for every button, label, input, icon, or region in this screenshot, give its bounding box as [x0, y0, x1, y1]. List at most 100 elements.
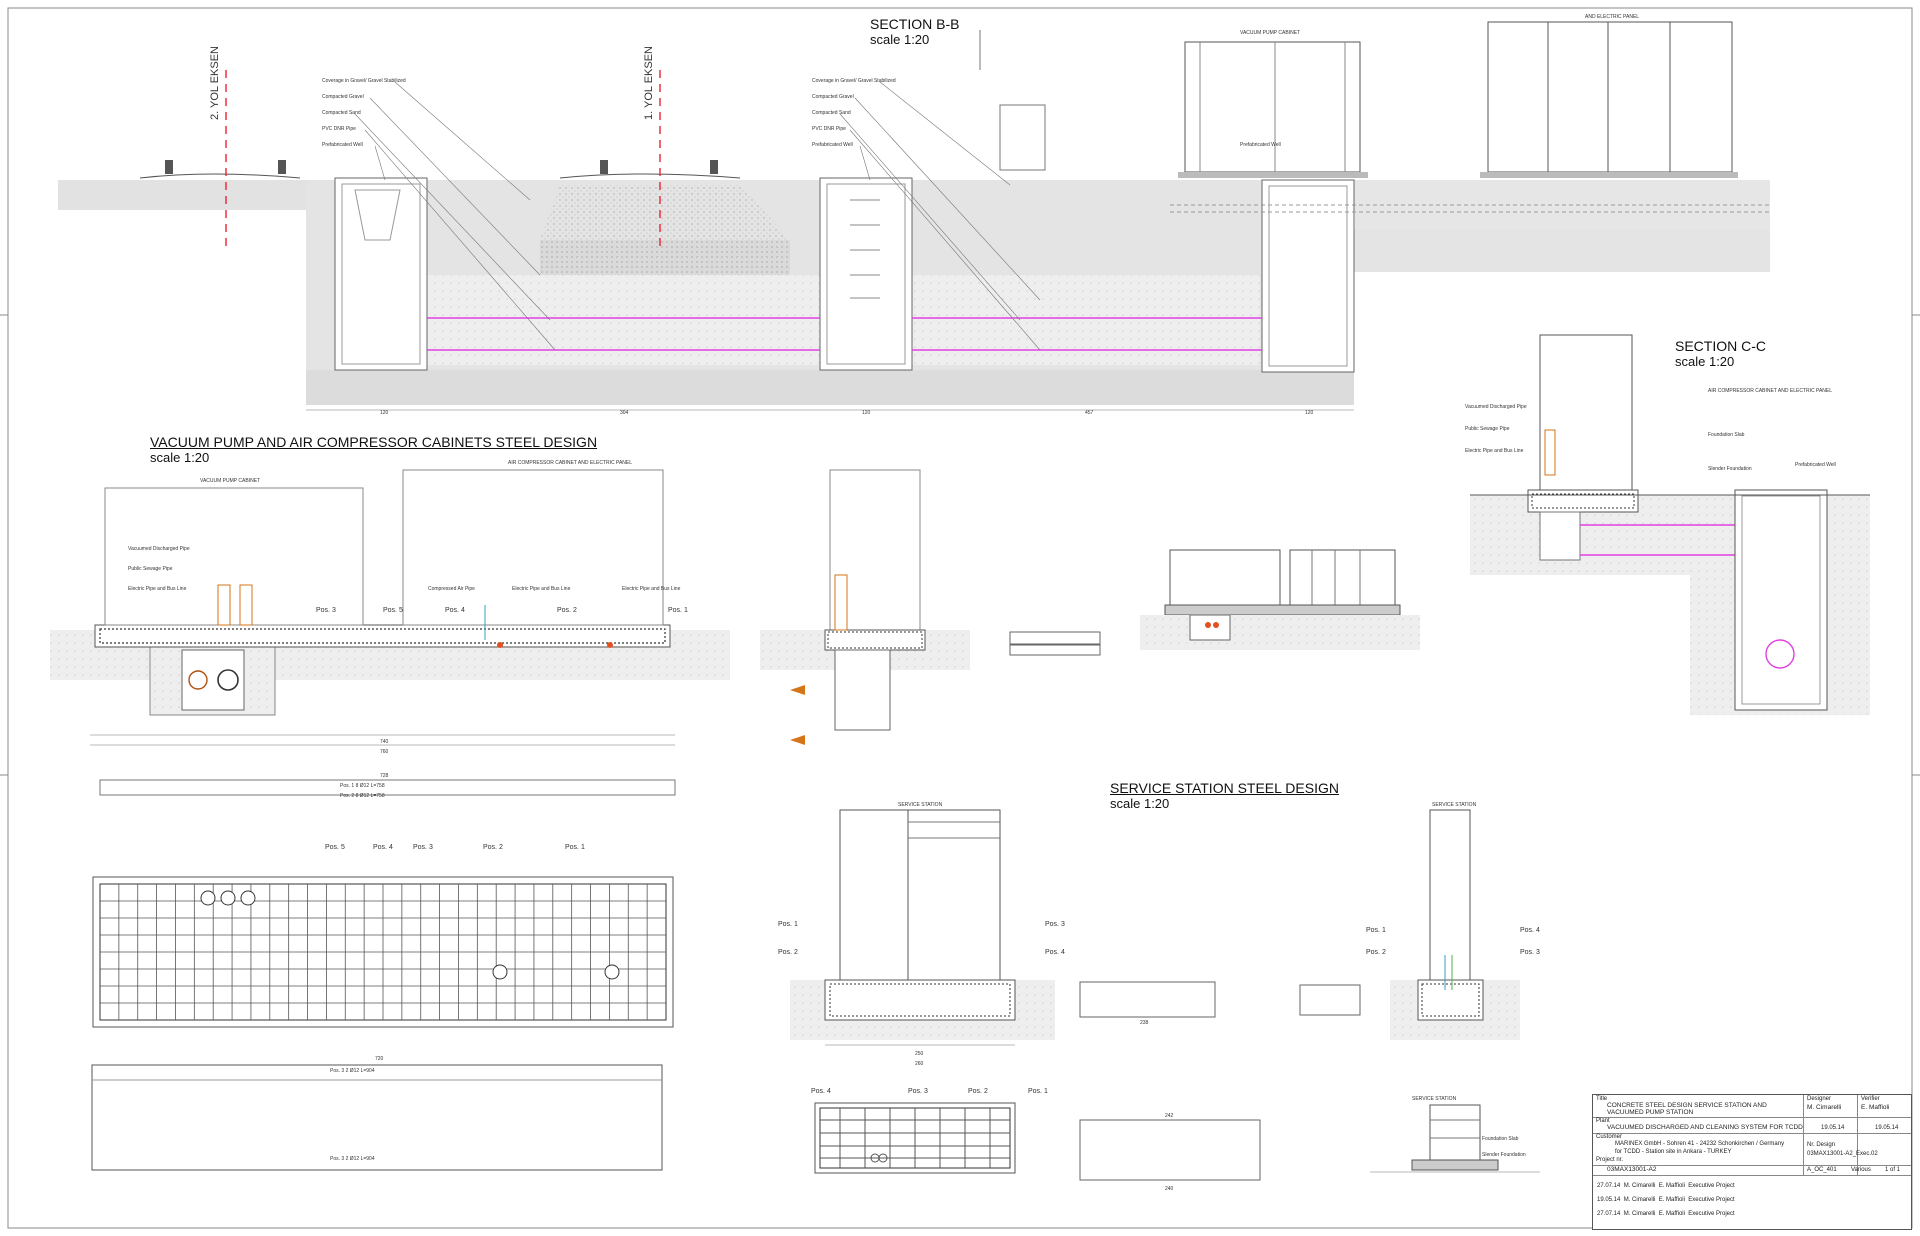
pos3-label: Pos. 3	[316, 607, 336, 614]
tb-title-label: Title	[1596, 1096, 1608, 1102]
plan-pos3: Pos. 3	[413, 844, 433, 851]
service-scale: scale 1:20	[1110, 796, 1170, 811]
section-cc-heading: SECTION C-C	[1675, 338, 1766, 354]
ssg-pos4: Pos. 4	[811, 1088, 831, 1095]
rail-axis-left: 2. YOL EKSEN	[209, 46, 221, 120]
pos2-label: Pos. 2	[557, 607, 577, 614]
dim-bb-120a: 120	[380, 410, 389, 416]
tb-doc: A_OC_401	[1807, 1167, 1837, 1173]
service-station-small	[1370, 1104, 1540, 1173]
layer-label-5: Prefabricated Well	[322, 142, 363, 148]
service-grid-plan	[814, 1102, 1261, 1181]
ss-dim-250: 250	[915, 1051, 924, 1057]
ssg-pos1: Pos. 1	[1028, 1088, 1048, 1095]
service-station-section	[790, 809, 1520, 1046]
tb-title: CONCRETE STEEL DESIGN SERVICE STATION AN…	[1607, 1102, 1767, 1116]
dim-bb-304: 304	[620, 410, 629, 416]
electric-pipe-label-3: Electric Pipe and Bus Line	[622, 586, 681, 592]
pos3-length-a: Pos. 3 2 Ø12 L=904	[330, 1068, 375, 1074]
ss-pos4: Pos. 4	[1045, 949, 1065, 956]
tb-rev-1-desc: Executive Project	[1688, 1197, 1735, 1203]
tb-project-label: Plant	[1596, 1118, 1610, 1124]
tb-rev-2-chk: E. Maffioli	[1658, 1211, 1685, 1217]
tb-rev-2-by: M. Cimarelli	[1623, 1211, 1656, 1217]
dim-728: 728	[380, 773, 389, 779]
tb-rev-1-chk: E. Maffioli	[1658, 1197, 1685, 1203]
layer-label-5b: Prefabricated Well	[812, 142, 853, 148]
dim-740: 740	[380, 739, 389, 745]
electric-pipe-label: Electric Pipe and Bus Line	[128, 586, 187, 592]
plan-pos4: Pos. 4	[373, 844, 393, 851]
ss-pos3: Pos. 3	[1045, 921, 1065, 928]
electric-panel-label: AND ELECTRIC PANEL	[1585, 14, 1639, 20]
pos1-label: Pos. 1	[668, 607, 688, 614]
service-heading: SERVICE STATION STEEL DESIGN	[1110, 780, 1339, 796]
tb-rev-1-by: M. Cimarelli	[1623, 1197, 1656, 1203]
tb-rev-2-date: 27.07.14	[1597, 1211, 1621, 1217]
tb-rev-0-by: M. Cimarelli	[1623, 1183, 1656, 1189]
ss-foundation-slab: Foundation Slab	[1482, 1136, 1519, 1142]
pipe-opening	[240, 890, 256, 906]
service-title: SERVICE STATION STEEL DESIGN scale 1:20	[1110, 780, 1339, 812]
tb-rev-2-desc: Executive Project	[1688, 1211, 1735, 1217]
layer-label-3b: Compacted Sand	[812, 110, 851, 116]
section-bb-labels: 2. YOL EKSEN 1. YOL EKSEN Coverage in Gr…	[209, 14, 1639, 416]
ss2-pos2: Pos. 2	[1366, 949, 1386, 956]
rebar-grid-plan	[100, 884, 666, 1020]
cabinets-labels: VACUUM PUMP CABINET AIR COMPRESSOR CABIN…	[128, 460, 688, 1162]
ss-pos1: Pos. 1	[778, 921, 798, 928]
ss-dim-260: 260	[915, 1061, 924, 1067]
pos3-length-b: Pos. 3 2 Ø12 L=904	[330, 1156, 375, 1162]
vac-pipe-label: Vacuumed Discharged Pipe	[128, 546, 190, 552]
dim-bb-120c: 120	[1305, 410, 1314, 416]
section-cc	[1470, 334, 1870, 715]
tb-customer-label: Customer	[1596, 1134, 1623, 1140]
pipe-opening	[200, 890, 216, 906]
pipe-opening	[220, 890, 236, 906]
vacuum-cabinet-label: VACUUM PUMP CABINET	[1240, 30, 1300, 36]
tb-verifier-label: Verifier	[1861, 1096, 1880, 1102]
cc-vac-pipe: Vacuumed Discharged Pipe	[1465, 404, 1527, 410]
tb-rev-2: 27.07.14 M. Cimarelli E. Maffioli Execut…	[1597, 1211, 1897, 1217]
ss-dim-238: 238	[1140, 1020, 1149, 1026]
prefab-well-label: Prefabricated Well	[1240, 142, 1281, 148]
ss2-pos3: Pos. 3	[1520, 949, 1540, 956]
cc-air-cab: AIR COMPRESSOR CABINET AND ELECTRIC PANE…	[1708, 388, 1832, 394]
pos2-length: Pos. 2 8 Ø12 L=758	[340, 793, 385, 799]
tb-rev-0-chk: E. Maffioli	[1658, 1183, 1685, 1189]
cc-foundation: Foundation Slab	[1708, 432, 1745, 438]
tb-customer-1: MARINEX GmbH - Sohren 41 - 24232 Schonki…	[1615, 1141, 1785, 1147]
tb-rev-0: 27.07.14 M. Cimarelli E. Maffioli Execut…	[1597, 1183, 1897, 1189]
cabinets-heading: VACUUM PUMP AND AIR COMPRESSOR CABINETS …	[150, 434, 598, 450]
pipe-opening	[604, 964, 620, 980]
tb-project: VACUUMED DISCHARGED AND CLEANING SYSTEM …	[1607, 1124, 1803, 1131]
service-station-label-2: SERVICE STATION	[1432, 802, 1477, 808]
cabinets-title: VACUUM PUMP AND AIR COMPRESSOR CABINETS …	[150, 434, 597, 466]
side-section	[760, 469, 1101, 745]
tb-drawing-label: Nr. Design	[1807, 1142, 1836, 1148]
sheet-frame	[7, 7, 1913, 1229]
dim-760: 760	[380, 749, 389, 755]
tb-customer-2: for TCDD - Station site in Ankara - TURK…	[1615, 1149, 1732, 1155]
ss2-pos4: Pos. 4	[1520, 927, 1540, 934]
tb-project-no-label: Project nr.	[1596, 1157, 1624, 1163]
tb-rev-0-desc: Executive Project	[1688, 1183, 1735, 1189]
tb-rev-1-date: 19.05.14	[1597, 1197, 1621, 1203]
plan-pos5: Pos. 5	[325, 844, 345, 851]
tb-date2: 19.05.14	[1875, 1125, 1899, 1131]
section-bb	[58, 21, 1770, 411]
ss-dim-240: 240	[1165, 1186, 1174, 1192]
cc-slender: Slender Foundation	[1708, 466, 1752, 472]
ss-dim-242: 242	[1165, 1113, 1174, 1119]
tb-revisions: 27.07.14 M. Cimarelli E. Maffioli Execut…	[1597, 1183, 1897, 1217]
layer-label-1: Coverage in Gravel/ Gravel Stabilized	[322, 78, 406, 84]
ss2-pos1: Pos. 1	[1366, 927, 1386, 934]
tb-project-no: 03MAX13001-A2	[1607, 1166, 1657, 1173]
dim-bb-457: 457	[1085, 410, 1094, 416]
layer-label-3: Compacted Sand	[322, 110, 361, 116]
tb-designer: M. Cimarelli	[1807, 1104, 1842, 1111]
dim-bb-120b: 120	[862, 410, 871, 416]
section-bb-title: SECTION B-B scale 1:20	[870, 16, 959, 48]
